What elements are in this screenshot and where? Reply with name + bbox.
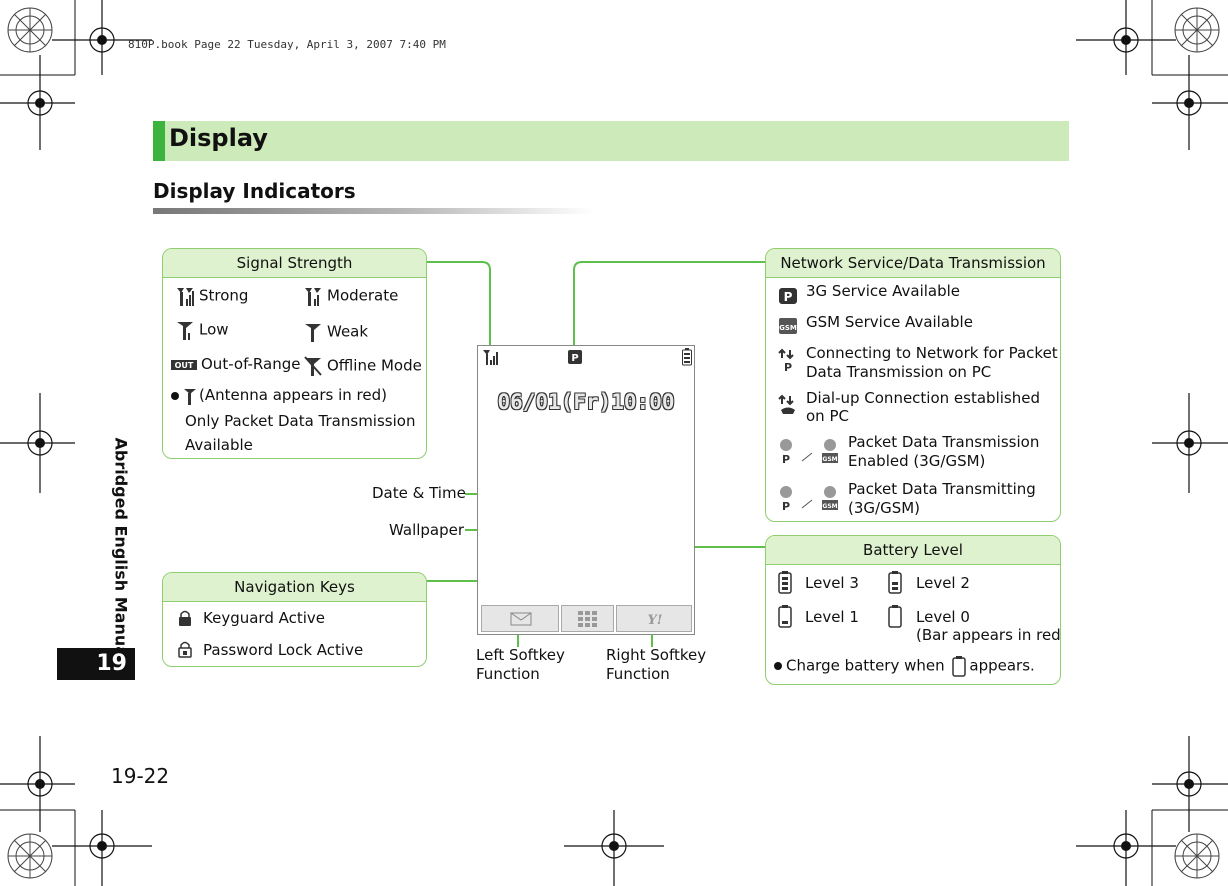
antenna-weak-icon bbox=[305, 324, 321, 342]
signal-strength-box: Signal Strength Strong Moderate Low Weak… bbox=[162, 248, 427, 459]
packet-transmitting-icons: P GSM bbox=[780, 486, 838, 512]
battery-level-title: Battery Level bbox=[766, 536, 1060, 565]
battery-level-1-icon bbox=[778, 605, 792, 628]
section-bar bbox=[153, 121, 1069, 161]
svg-text:P: P bbox=[571, 353, 578, 364]
navigation-keys-box: Navigation Keys Keyguard Active Password… bbox=[162, 572, 427, 667]
svg-text:P: P bbox=[784, 361, 792, 372]
keyguard-lock-icon bbox=[179, 610, 191, 626]
nav-item-password-lock: Password Lock Active bbox=[203, 641, 364, 659]
mail-icon bbox=[510, 612, 532, 626]
svg-text:GSM: GSM bbox=[779, 324, 797, 332]
network-service-box: Network Service/Data Transmission P 3G S… bbox=[765, 248, 1061, 522]
network-item-transmitting-2: (3G/GSM) bbox=[848, 499, 921, 517]
network-item-connecting-1: Connecting to Network for Packet bbox=[806, 344, 1058, 362]
battery-item-level-2: Level 2 bbox=[916, 574, 970, 592]
chapter-tab: 19 bbox=[57, 648, 135, 680]
menu-grid-icon bbox=[578, 611, 597, 627]
svg-text:GSM: GSM bbox=[822, 456, 837, 463]
signal-strength-title: Signal Strength bbox=[163, 249, 426, 278]
status-battery-icon bbox=[682, 348, 692, 366]
network-service-title: Network Service/Data Transmission bbox=[766, 249, 1060, 278]
gsm-icon: GSM bbox=[779, 318, 797, 334]
yahoo-icon: Y! bbox=[648, 613, 663, 627]
battery-note-prefix: Charge battery when bbox=[786, 656, 945, 675]
label-right-softkey-2: Function bbox=[606, 665, 670, 683]
battery-level-0-icon bbox=[888, 605, 902, 628]
network-item-transmitting-1: Packet Data Transmitting bbox=[848, 480, 1036, 498]
navigation-keys-title: Navigation Keys bbox=[163, 573, 426, 602]
side-label: Abridged English Manual bbox=[107, 438, 135, 663]
antenna-low-icon bbox=[177, 322, 193, 340]
network-item-dialup-1: Dial-up Connection established bbox=[806, 389, 1040, 407]
label-left-softkey-2: Function bbox=[476, 665, 540, 683]
section-title: Display bbox=[169, 124, 268, 152]
right-softkey-button[interactable]: Y! bbox=[616, 605, 692, 632]
battery-level-2-icon bbox=[888, 571, 902, 594]
label-right-softkey-1: Right Softkey bbox=[606, 646, 707, 664]
svg-text:P: P bbox=[782, 453, 790, 465]
svg-text:GSM: GSM bbox=[822, 503, 837, 510]
label-left-softkey-1: Left Softkey bbox=[476, 646, 565, 664]
svg-text:OUT: OUT bbox=[175, 361, 194, 370]
bullet-icon bbox=[171, 391, 179, 400]
label-wallpaper: Wallpaper bbox=[389, 521, 465, 539]
center-menu-button[interactable] bbox=[561, 605, 614, 632]
svg-text:P: P bbox=[784, 290, 793, 304]
battery-empty-icon bbox=[952, 656, 967, 677]
phone-screen: P 06/01(Fr)10:00 Y! bbox=[477, 345, 695, 635]
signal-item-offline-mode: Offline Mode bbox=[327, 356, 422, 375]
dial-up-icon bbox=[778, 394, 795, 414]
network-item-dialup-2: on PC bbox=[806, 407, 849, 425]
packet-p-icon: P bbox=[779, 288, 797, 304]
out-of-range-icon: OUT bbox=[171, 359, 197, 370]
signal-item-low: Low bbox=[199, 320, 229, 339]
status-antenna-icon bbox=[483, 350, 498, 365]
battery-note-suffix: appears. bbox=[969, 656, 1035, 675]
left-softkey-button[interactable] bbox=[481, 605, 559, 632]
side-label-text: Abridged English Manual bbox=[111, 437, 131, 663]
signal-item-out-of-range: Out-of-Range bbox=[201, 355, 301, 373]
svg-text:Y!: Y! bbox=[648, 613, 663, 627]
signal-note-line1: (Antenna appears in red) bbox=[199, 386, 387, 404]
signal-note-line2: Only Packet Data Transmission bbox=[185, 412, 416, 430]
nav-item-keyguard: Keyguard Active bbox=[203, 609, 326, 627]
subsection-underline bbox=[153, 208, 593, 214]
label-date-time: Date & Time bbox=[372, 484, 466, 502]
battery-item-level-3: Level 3 bbox=[805, 574, 859, 592]
print-meta: 810P.book Page 22 Tuesday, April 3, 2007… bbox=[128, 38, 446, 51]
network-item-3g: 3G Service Available bbox=[806, 282, 961, 300]
password-lock-icon bbox=[178, 641, 192, 658]
subsection-title: Display Indicators bbox=[153, 179, 356, 203]
page-number: 19-22 bbox=[111, 764, 170, 788]
status-packet-icon: P bbox=[568, 350, 582, 364]
bullet-icon bbox=[774, 662, 782, 670]
battery-item-level-0-note: (Bar appears in red) bbox=[916, 626, 1061, 644]
battery-item-level-0: Level 0 bbox=[916, 608, 970, 626]
signal-note-line3: Available bbox=[185, 436, 253, 454]
network-item-enabled-2: Enabled (3G/GSM) bbox=[848, 452, 986, 470]
offline-mode-icon bbox=[304, 356, 322, 376]
signal-item-moderate: Moderate bbox=[327, 286, 399, 305]
packet-enabled-icons: P GSM bbox=[780, 439, 838, 465]
network-item-enabled-1: Packet Data Transmission bbox=[848, 433, 1040, 451]
phone-datetime: 06/01(Fr)10:00 bbox=[497, 390, 675, 414]
svg-text:P: P bbox=[782, 500, 790, 512]
connecting-network-icon: P bbox=[778, 348, 794, 372]
signal-item-strong: Strong bbox=[199, 286, 249, 305]
battery-level-box: Battery Level Level 3 Level 2 Level 1 Le… bbox=[765, 535, 1061, 685]
battery-item-level-1: Level 1 bbox=[805, 608, 859, 626]
antenna-red-icon bbox=[184, 388, 196, 405]
signal-item-weak: Weak bbox=[327, 322, 369, 341]
network-item-gsm: GSM Service Available bbox=[806, 313, 973, 331]
battery-level-3-icon bbox=[778, 571, 792, 594]
antenna-moderate-icon bbox=[305, 288, 321, 306]
antenna-strong-icon bbox=[177, 288, 194, 306]
network-item-connecting-2: Data Transmission on PC bbox=[806, 363, 992, 381]
